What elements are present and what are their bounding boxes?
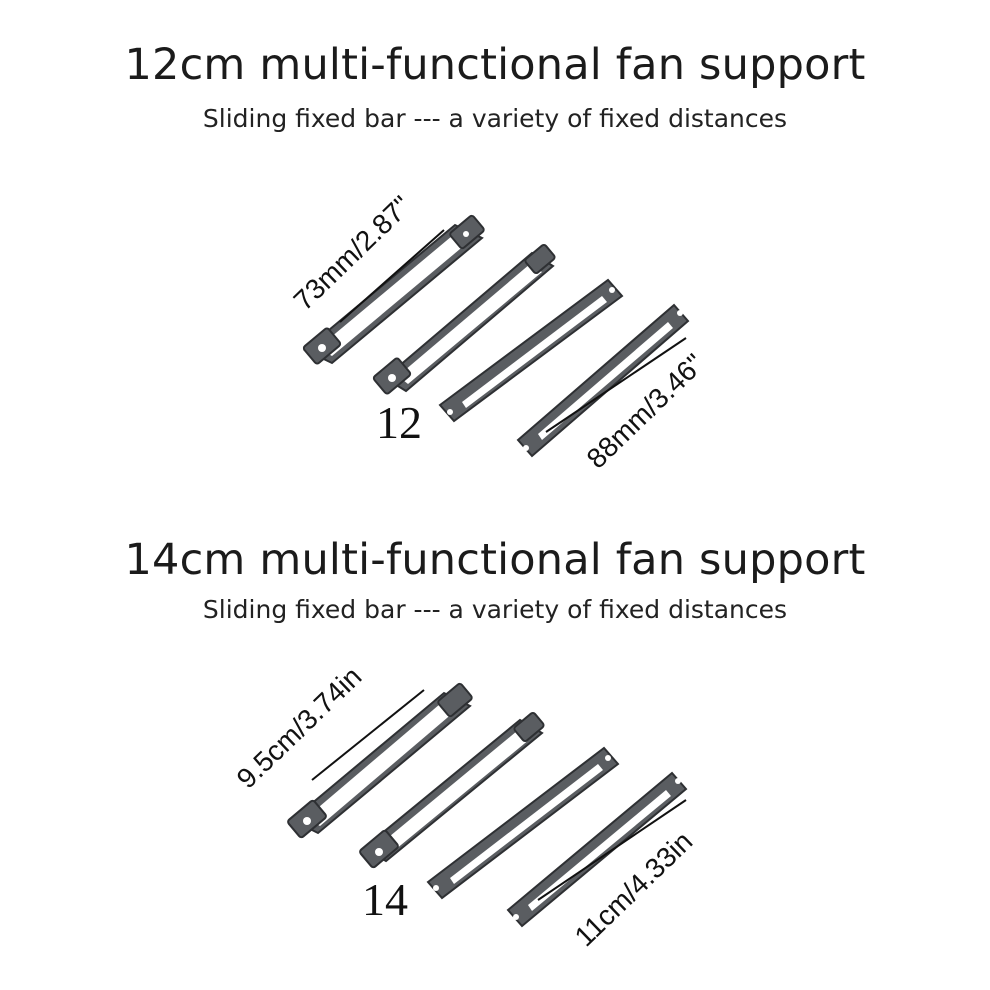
section-subtitle: Sliding fixed bar --- a variety of fixed… bbox=[202, 595, 788, 624]
section-title: 12cm multi-functional fan support bbox=[124, 40, 866, 90]
bent-bracket-2 bbox=[359, 711, 545, 869]
section-14cm: 14cm multi-functional fan support Slidin… bbox=[0, 495, 990, 990]
bent-bracket-1 bbox=[287, 682, 473, 839]
section-12cm: 12cm multi-functional fan support Slidin… bbox=[124, 40, 866, 475]
dimension-line-short bbox=[311, 689, 425, 781]
dimension-line-long bbox=[545, 337, 687, 433]
dimension-line-long bbox=[537, 799, 687, 901]
bent-bracket-2 bbox=[372, 243, 556, 395]
section-subtitle: Sliding fixed bar --- a variety of fixed… bbox=[202, 104, 788, 133]
section-title: 14cm multi-functional fan support bbox=[124, 535, 866, 585]
size-label: 14 bbox=[362, 874, 408, 925]
flat-bracket-1 bbox=[426, 746, 620, 900]
size-label: 12 bbox=[376, 397, 422, 448]
flat-bracket-2 bbox=[506, 771, 688, 928]
bracket-illustration: 9.5cm/3.74in 11cm/4.33in bbox=[231, 661, 699, 953]
bent-bracket-1 bbox=[302, 214, 485, 365]
flat-bracket-1 bbox=[438, 278, 624, 423]
dimension-label-long: 88mm/3.46" bbox=[581, 348, 710, 475]
dimension-line-short bbox=[339, 229, 445, 323]
bracket-illustration: 73mm/2.87" 88mm/3.46" bbox=[288, 190, 710, 475]
flat-bracket-2 bbox=[516, 303, 690, 458]
